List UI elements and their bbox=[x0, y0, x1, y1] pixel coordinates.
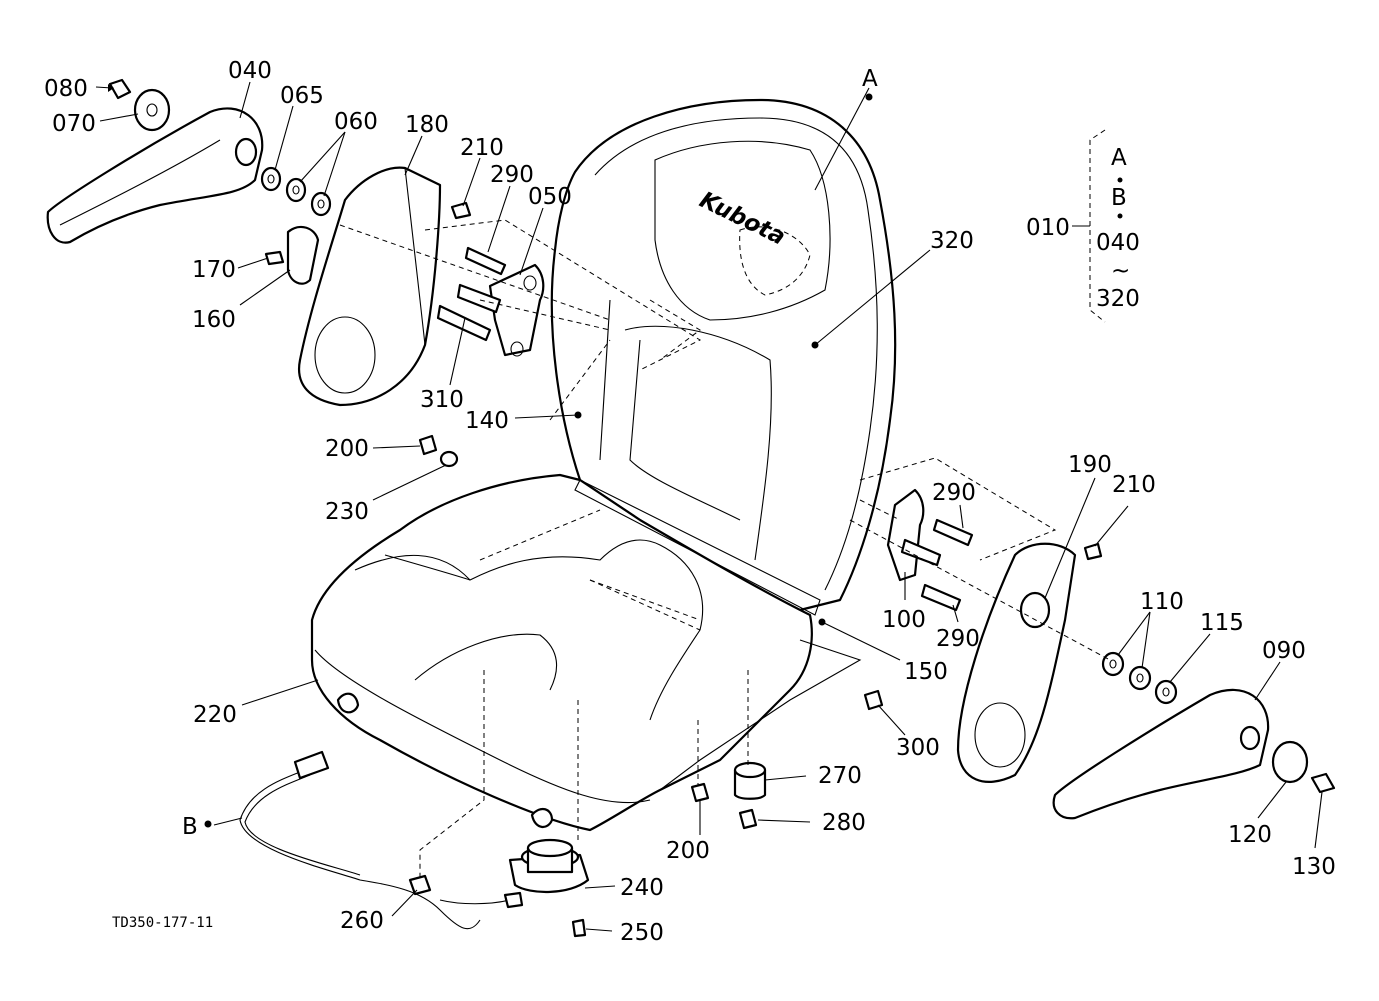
left-bracket bbox=[297, 166, 442, 407]
point-a-dot bbox=[865, 93, 873, 101]
bracket-item-320: 320 bbox=[1096, 286, 1140, 312]
label-290-left: 290 bbox=[490, 162, 534, 188]
bolt-130 bbox=[1310, 772, 1336, 794]
label-250: 250 bbox=[620, 920, 664, 946]
label-290-upper: 290 bbox=[932, 480, 976, 506]
bolt-300 bbox=[863, 689, 884, 711]
lever-plate bbox=[264, 225, 320, 285]
bracket-item-tilde: ~ bbox=[1111, 258, 1130, 284]
washer-230 bbox=[439, 450, 459, 468]
label-180: 180 bbox=[405, 112, 449, 138]
label-070: 070 bbox=[52, 111, 96, 137]
right-hinge bbox=[886, 488, 974, 612]
bracket-item-040: 040 bbox=[1096, 230, 1140, 256]
label-a: A bbox=[862, 66, 878, 92]
label-240: 240 bbox=[620, 875, 664, 901]
label-010: 010 bbox=[1026, 215, 1070, 241]
point-b-dot bbox=[204, 820, 212, 828]
label-190: 190 bbox=[1068, 452, 1112, 478]
leader-lines bbox=[95, 81, 1323, 932]
label-080: 080 bbox=[44, 76, 88, 102]
label-140: 140 bbox=[465, 408, 509, 434]
seat-switch bbox=[508, 838, 590, 893]
label-270: 270 bbox=[818, 763, 862, 789]
label-280: 280 bbox=[822, 810, 866, 836]
label-260: 260 bbox=[340, 908, 384, 934]
bracket-item-b: B bbox=[1111, 185, 1127, 211]
bolt-210-left bbox=[450, 201, 472, 220]
label-290-lower: 290 bbox=[936, 626, 980, 652]
right-lever bbox=[956, 542, 1077, 783]
assembly-lines bbox=[339, 219, 1111, 880]
label-210-right: 210 bbox=[1112, 472, 1156, 498]
label-170: 170 bbox=[192, 257, 236, 283]
armrest-cap-right bbox=[1271, 740, 1309, 784]
bracket-item-a: A bbox=[1111, 145, 1127, 171]
label-110: 110 bbox=[1140, 589, 1184, 615]
right-armrest bbox=[1052, 688, 1270, 820]
wire-harness bbox=[239, 750, 524, 930]
label-230: 230 bbox=[325, 499, 369, 525]
label-100: 100 bbox=[882, 607, 926, 633]
bolt-200-left bbox=[418, 434, 438, 456]
drawing-number: TD350-177-11 bbox=[112, 915, 213, 931]
label-090: 090 bbox=[1262, 638, 1306, 664]
label-210-left: 210 bbox=[460, 135, 504, 161]
label-060: 060 bbox=[334, 109, 378, 135]
label-050: 050 bbox=[528, 184, 572, 210]
armrest-cap-left bbox=[108, 78, 171, 132]
label-130: 130 bbox=[1292, 854, 1336, 880]
label-160: 160 bbox=[192, 307, 236, 333]
spacer-270 bbox=[733, 761, 767, 800]
label-200-left: 200 bbox=[325, 436, 369, 462]
backrest: Kubota bbox=[550, 98, 897, 612]
bolt-280 bbox=[738, 808, 758, 830]
label-310: 310 bbox=[420, 387, 464, 413]
label-115: 115 bbox=[1200, 610, 1244, 636]
label-200-bottom: 200 bbox=[666, 838, 710, 864]
label-040: 040 bbox=[228, 58, 272, 84]
left-hinge bbox=[436, 246, 545, 357]
label-320: 320 bbox=[930, 228, 974, 254]
label-150: 150 bbox=[904, 659, 948, 685]
washers-right bbox=[1101, 651, 1178, 705]
label-220: 220 bbox=[193, 702, 237, 728]
bolt-210-right bbox=[1083, 542, 1103, 561]
label-b: B bbox=[182, 814, 198, 840]
label-120: 120 bbox=[1228, 822, 1272, 848]
washers-left bbox=[260, 166, 332, 217]
bolt-250 bbox=[571, 918, 587, 938]
seat-cushion bbox=[310, 473, 862, 832]
assembly-bracket bbox=[1072, 129, 1123, 323]
label-065: 065 bbox=[280, 83, 324, 109]
left-armrest bbox=[46, 107, 264, 244]
part-labels: 080 070 040 065 060 180 210 290 050 A 32… bbox=[44, 58, 1336, 946]
bolt-200-bottom bbox=[690, 782, 710, 803]
label-300: 300 bbox=[896, 735, 940, 761]
